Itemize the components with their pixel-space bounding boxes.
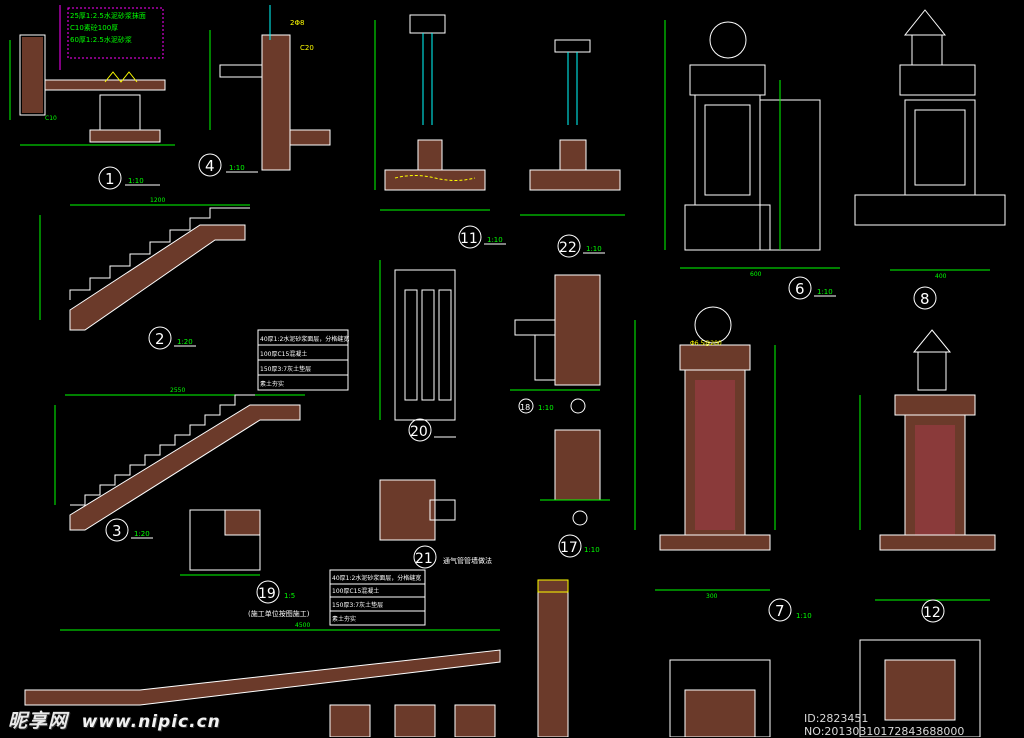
svg-text:300: 300 [706, 593, 718, 600]
detail-21-balustrade: 20 [379, 260, 456, 442]
detail-number: 22 [559, 240, 577, 256]
detail-number: 20 [410, 424, 428, 440]
svg-text:100厚C15混凝土: 100厚C15混凝土 [260, 350, 307, 358]
detail-number: 17 [560, 540, 578, 556]
svg-text:1:20: 1:20 [134, 530, 150, 538]
watermark-id: ID:2823451 NO:20130310172843688000 [804, 712, 965, 738]
detail-11-post-section: 11 1:10 [374, 14, 506, 249]
svg-text:2550: 2550 [170, 387, 185, 394]
svg-text:1:10: 1:10 [796, 612, 812, 620]
svg-text:100厚C15混凝土: 100厚C15混凝土 [332, 587, 379, 595]
watermark-brand: 昵享网 www.nipic.cn [8, 706, 221, 733]
svg-text:1:10: 1:10 [584, 546, 600, 554]
d1-note-2: C10素砼100厚 [70, 23, 118, 32]
svg-text:2Φ8: 2Φ8 [290, 19, 304, 27]
detail-18-cornice: 18 1:10 [510, 274, 601, 414]
svg-text:1:10: 1:10 [487, 236, 503, 244]
detail-number: 4 [205, 157, 215, 175]
svg-text:1:10: 1:10 [586, 245, 602, 253]
detail-2-stair-section: 1200 2 1:20 [39, 197, 250, 350]
detail-number-circle [98, 166, 122, 190]
svg-text:1200: 1200 [150, 197, 165, 204]
bottom-plan-details [669, 639, 981, 737]
detail-number: 3 [112, 522, 122, 540]
svg-text:400: 400 [935, 273, 947, 280]
d1-note-3: 60厚1:2.5水泥砂浆 [70, 35, 132, 44]
detail-number: 7 [775, 602, 785, 620]
svg-text:40厚1:2水泥砂浆面层，分格缝宽: 40厚1:2水泥砂浆面层，分格缝宽 [332, 574, 421, 582]
detail-1-trench-section: 25厚1:2.5水泥砂浆抹面 C10素砼100厚 60厚1:2.5水泥砂浆 C1… [9, 5, 175, 190]
svg-text:Φ6.5@200: Φ6.5@200 [690, 340, 722, 347]
detail-20-vent-wall: 21 通气管管墙做法 [379, 479, 492, 569]
svg-text:素土夯实: 素土夯实 [260, 380, 284, 388]
detail-17-column: 17 1:10 [537, 534, 600, 737]
watermark-brand-text: 昵享网 [8, 710, 69, 732]
svg-text:40厚1:2水泥砂浆面层，分格缝宽: 40厚1:2水泥砂浆面层，分格缝宽 [260, 335, 349, 343]
svg-text:1:10: 1:10 [817, 288, 833, 296]
detail-3-stair-section: 2550 3 1:20 [54, 387, 305, 542]
d1-note-1: 25厚1:2.5水泥砂浆抹面 [70, 11, 146, 20]
watermark-site: www.nipic.cn [81, 712, 221, 732]
detail-22-post-section: 22 1:10 [520, 39, 625, 258]
svg-text:通气管管墙做法: 通气管管墙做法 [443, 556, 492, 565]
ramp-section: 4500 [24, 622, 501, 737]
material-note-stack-2: 40厚1:2水泥砂浆面层，分格缝宽 100厚C15混凝土 150厚3:7灰土垫层… [329, 569, 426, 626]
svg-text:1:10: 1:10 [229, 164, 245, 172]
detail-6-pillar-elevation: 600 6 1:10 [664, 20, 840, 300]
detail-8-pillar-elevation: 400 8 [854, 9, 1006, 310]
detail-number: 11 [460, 231, 478, 247]
detail-number: 21 [415, 551, 433, 567]
svg-text:C20: C20 [300, 44, 314, 52]
svg-text:素土夯实: 素土夯实 [332, 615, 356, 623]
detail-number: 18 [520, 403, 530, 412]
detail-12-pillar-section: 12 [859, 329, 996, 623]
detail-7-pillar-section: 300 7 1:10 Φ6.5@200 [634, 306, 812, 622]
wall-section-mid [540, 429, 610, 526]
svg-text:1:20: 1:20 [177, 338, 193, 346]
detail-number: 1 [105, 170, 115, 188]
material-note-stack-1: 40厚1:2水泥砂浆面层，分格缝宽 100厚C15混凝土 150厚3:7灰土垫层… [257, 329, 349, 391]
detail-19-corner: 19 1:5 (施工单位按图施工) [180, 509, 310, 618]
svg-text:1:5: 1:5 [284, 592, 295, 600]
svg-text:600: 600 [750, 271, 762, 278]
svg-text:1:10: 1:10 [538, 404, 554, 412]
detail-number: 6 [795, 280, 805, 298]
detail-number: 19 [258, 586, 276, 602]
detail-4-wall-edge: 2Φ8 C20 4 1:10 [198, 5, 331, 177]
detail-number: 12 [923, 605, 941, 621]
detail-scale: 1:10 [128, 177, 144, 185]
svg-text:C10: C10 [45, 115, 57, 122]
svg-text:150厚3:7灰土垫层: 150厚3:7灰土垫层 [260, 365, 311, 373]
detail-number: 8 [920, 290, 930, 308]
detail-number: 2 [155, 330, 165, 348]
svg-text:4500: 4500 [295, 622, 310, 629]
svg-text:(施工单位按图施工): (施工单位按图施工) [248, 609, 310, 618]
svg-text:150厚3:7灰土垫层: 150厚3:7灰土垫层 [332, 601, 383, 609]
